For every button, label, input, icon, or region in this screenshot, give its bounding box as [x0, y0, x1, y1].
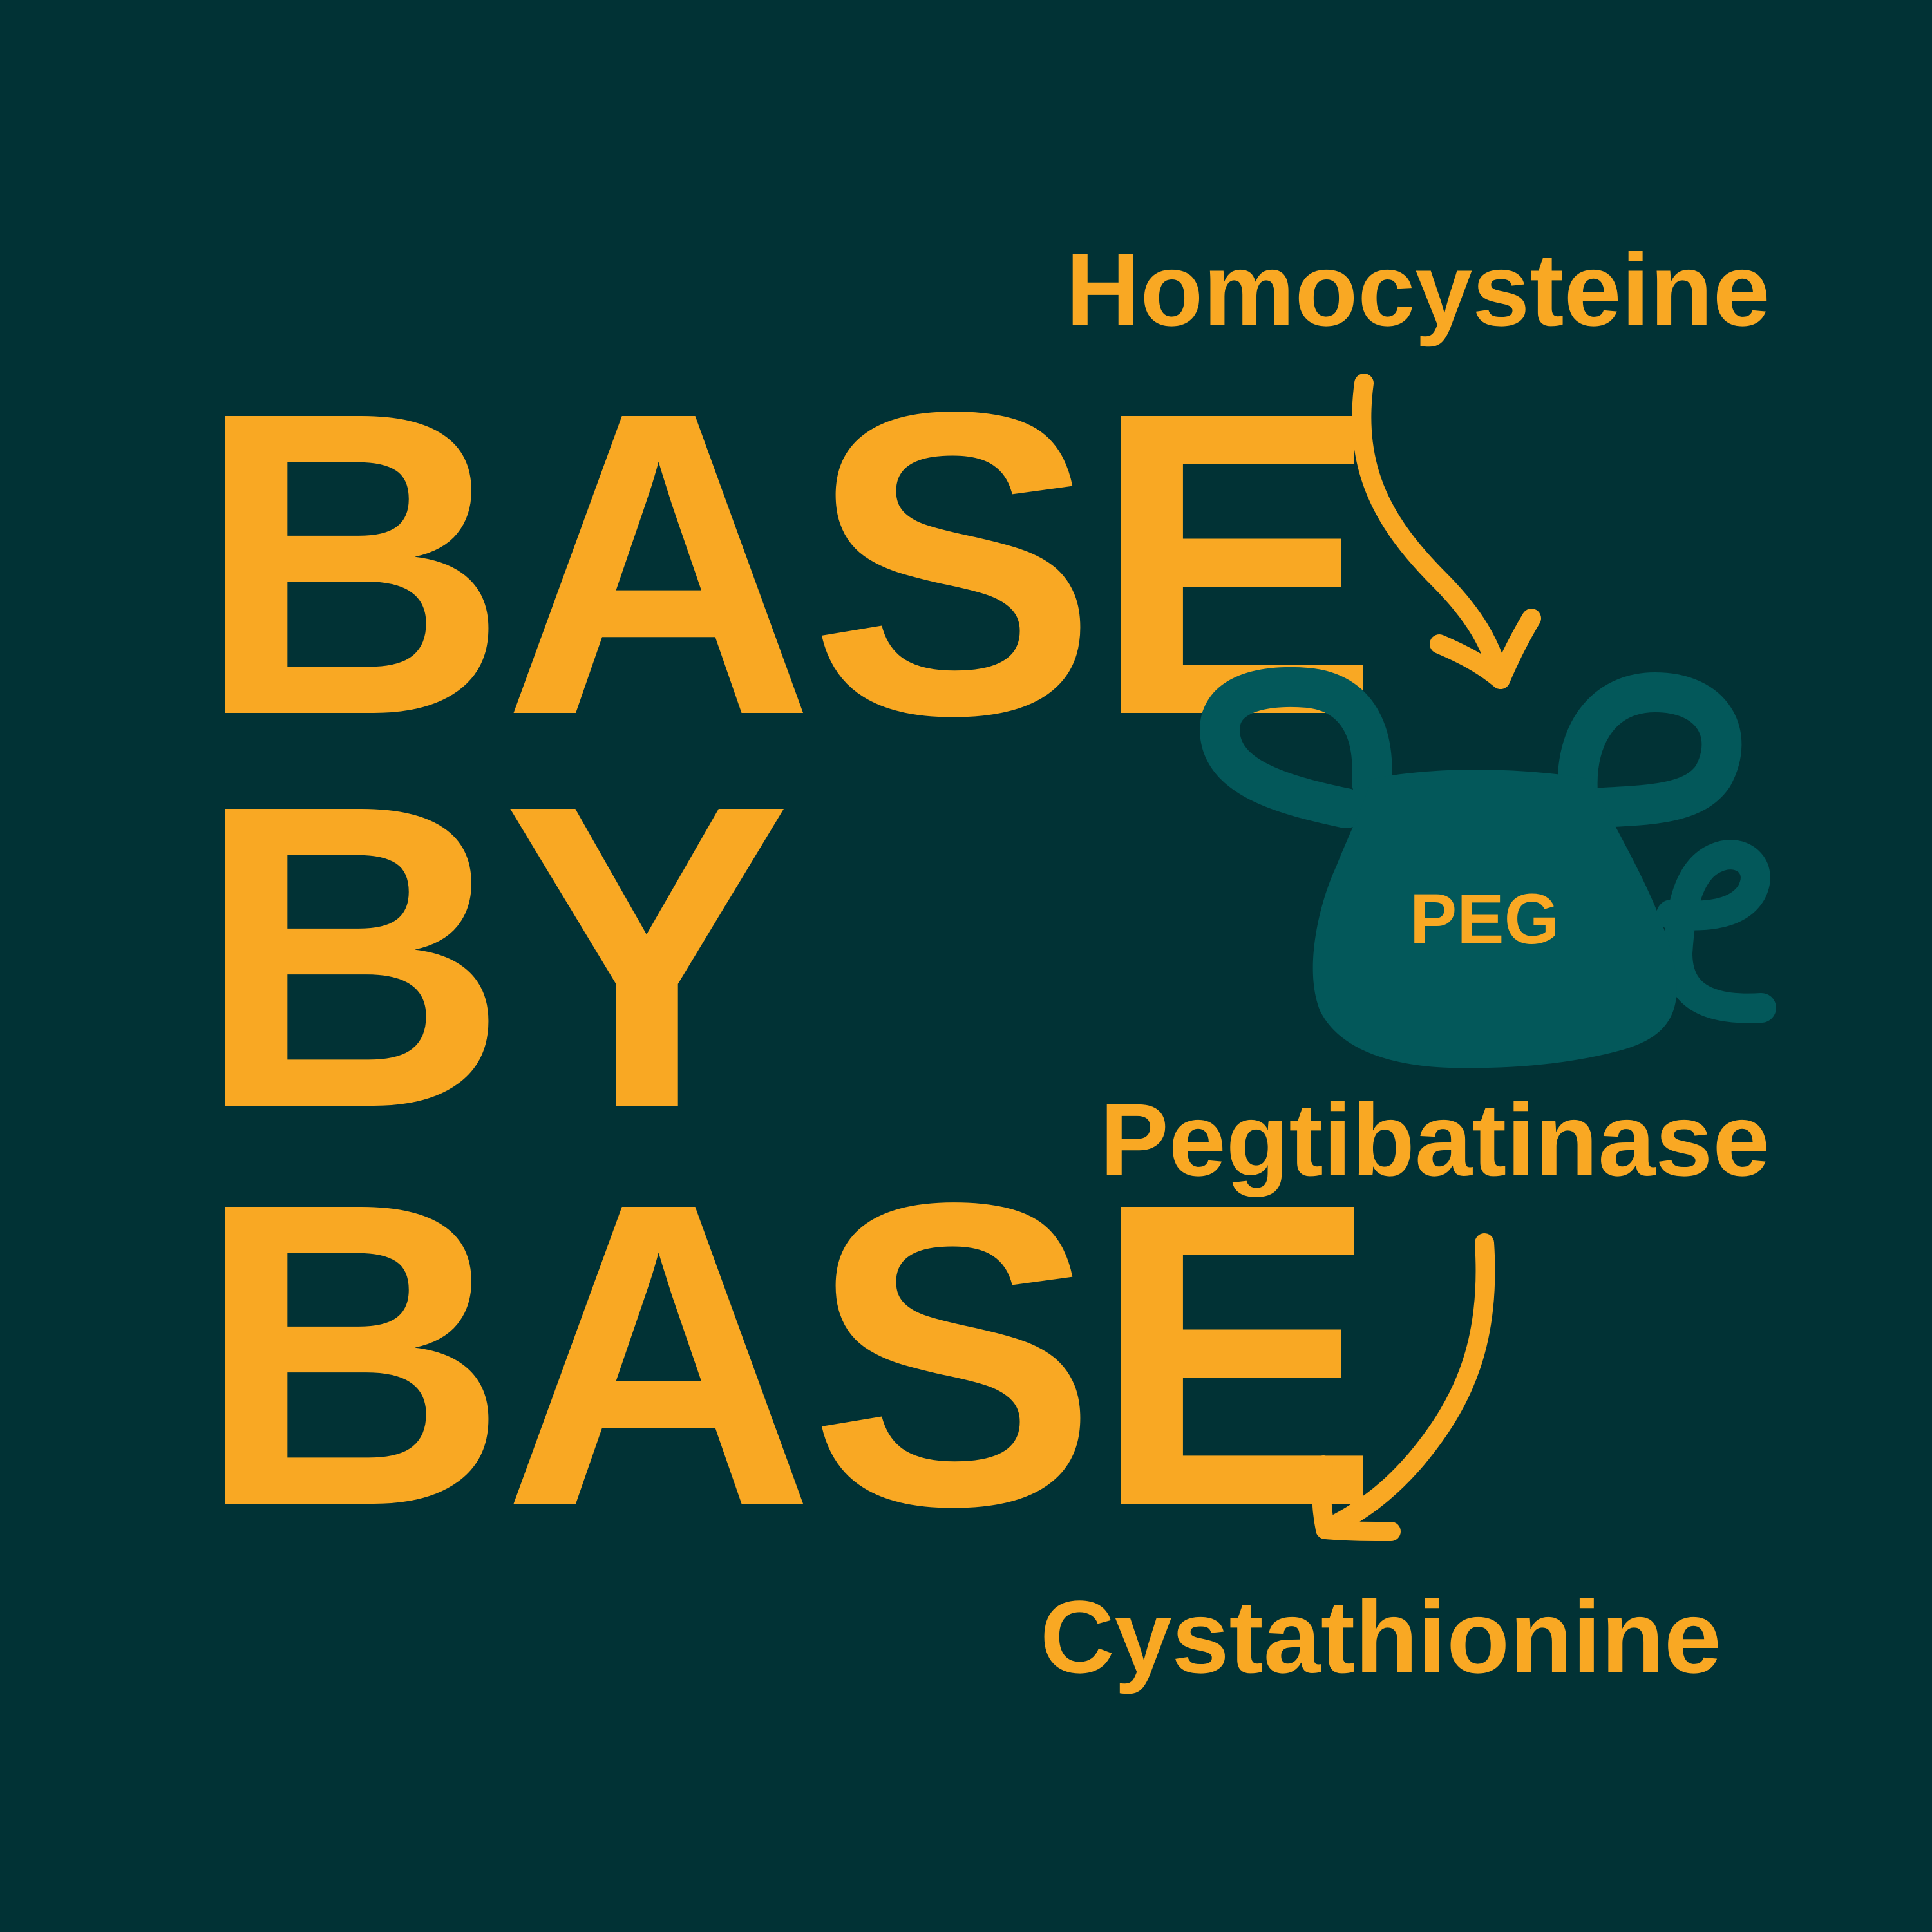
enzyme-left-loop: [1200, 667, 1392, 828]
arrow-out-shaft: [1316, 1233, 1495, 1539]
arrow-in-shaft: [1352, 374, 1510, 689]
arrow-out-head: [1312, 1455, 1401, 1541]
enzyme-name-label: Pegtibatinase: [1100, 1082, 1770, 1197]
enzyme-tail: [1656, 840, 1776, 1023]
arrow-in-head: [1430, 609, 1541, 689]
curved-arrow-down-left-icon: [1312, 1233, 1495, 1541]
enzyme-body: [1312, 770, 1677, 1068]
title-line-1: BASE: [196, 322, 1379, 804]
product-label: Cystathionine: [1040, 1579, 1721, 1694]
enzyme-tag-label: PEG: [1410, 880, 1559, 959]
title-line-2: BY: [196, 715, 791, 1197]
title-line-3: BASE: [196, 1113, 1379, 1595]
enzyme-right-loop: [1557, 672, 1742, 828]
enzyme-blob-icon: PEG: [1200, 667, 1776, 1068]
substrate-label: Homocysteine: [1066, 232, 1770, 347]
curved-arrow-down-icon: [1352, 374, 1541, 689]
